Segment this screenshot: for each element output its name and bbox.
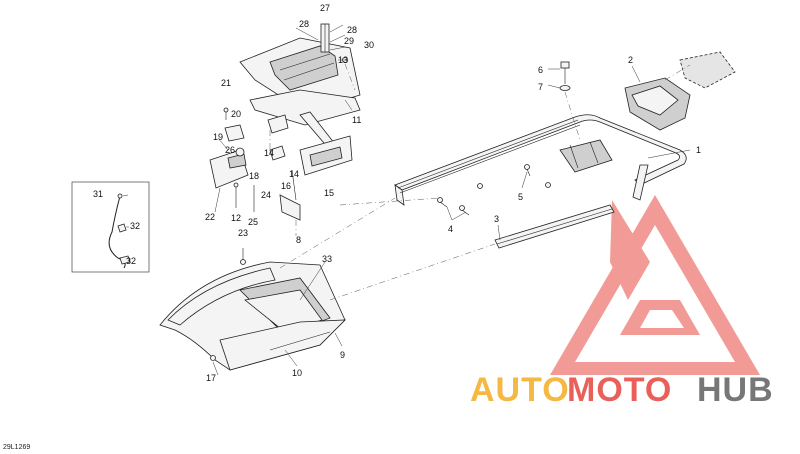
callout: 30 — [364, 40, 374, 50]
callout: 3 — [494, 214, 499, 224]
side-brackets — [267, 114, 353, 221]
callout: 27 — [320, 3, 330, 13]
callout: 8 — [296, 235, 301, 245]
callout: 20 — [231, 109, 241, 119]
callout: 32 — [126, 256, 136, 266]
slide-rail — [494, 204, 615, 249]
callout: 16 — [281, 181, 291, 191]
reference-code: 29L1269 — [3, 444, 30, 451]
callout: 7 — [538, 82, 543, 92]
callout: 33 — [322, 254, 332, 264]
callout: 18 — [249, 171, 259, 181]
callout: 15 — [324, 188, 334, 198]
watermark-logo — [550, 195, 760, 375]
callout: 13 — [338, 55, 348, 65]
watermark-auto: AUTO — [470, 371, 570, 409]
callout: 28 — [299, 19, 309, 29]
callout: 2 — [628, 55, 633, 65]
callout: 17 — [206, 373, 216, 383]
callout: 6 — [538, 65, 543, 75]
rack-frame — [394, 114, 687, 206]
wire-harness-inset — [71, 181, 150, 273]
rear-fender — [159, 248, 347, 371]
watermark-hub: HUB — [697, 371, 774, 409]
callout: 21 — [221, 78, 231, 88]
callout: 32 — [130, 221, 140, 231]
callout: 26 — [225, 145, 235, 155]
callout: 29 — [344, 36, 354, 46]
callout: 9 — [340, 350, 345, 360]
callout: 31 — [93, 189, 103, 199]
callout: 1 — [696, 145, 701, 155]
callout: 5 — [518, 192, 523, 202]
callout: 14 — [289, 169, 299, 179]
callout: 22 — [205, 212, 215, 222]
alignment-lines — [269, 63, 496, 301]
watermark-text: AUTO MOTO HUB — [470, 371, 774, 409]
left-clips — [209, 107, 255, 212]
callout: 4 — [448, 224, 453, 234]
callout: 23 — [238, 228, 248, 238]
tail-light-housing — [624, 51, 736, 131]
small-bolts — [437, 164, 551, 216]
callout: 12 — [231, 213, 241, 223]
callout: 11 — [352, 115, 361, 125]
callout: 14 — [264, 148, 274, 158]
watermark-moto: MOTO — [567, 371, 672, 409]
upper-bracket — [239, 23, 361, 151]
callout: 25 — [248, 217, 258, 227]
leader-lines — [122, 24, 691, 376]
callout: 28 — [347, 25, 357, 35]
callout: 10 — [292, 368, 302, 378]
callout: 24 — [261, 190, 271, 200]
callout-labels: 1 2 3 4 5 6 7 8 9 10 11 12 13 14 14 15 1… — [3, 3, 701, 451]
callout: 19 — [213, 132, 223, 142]
